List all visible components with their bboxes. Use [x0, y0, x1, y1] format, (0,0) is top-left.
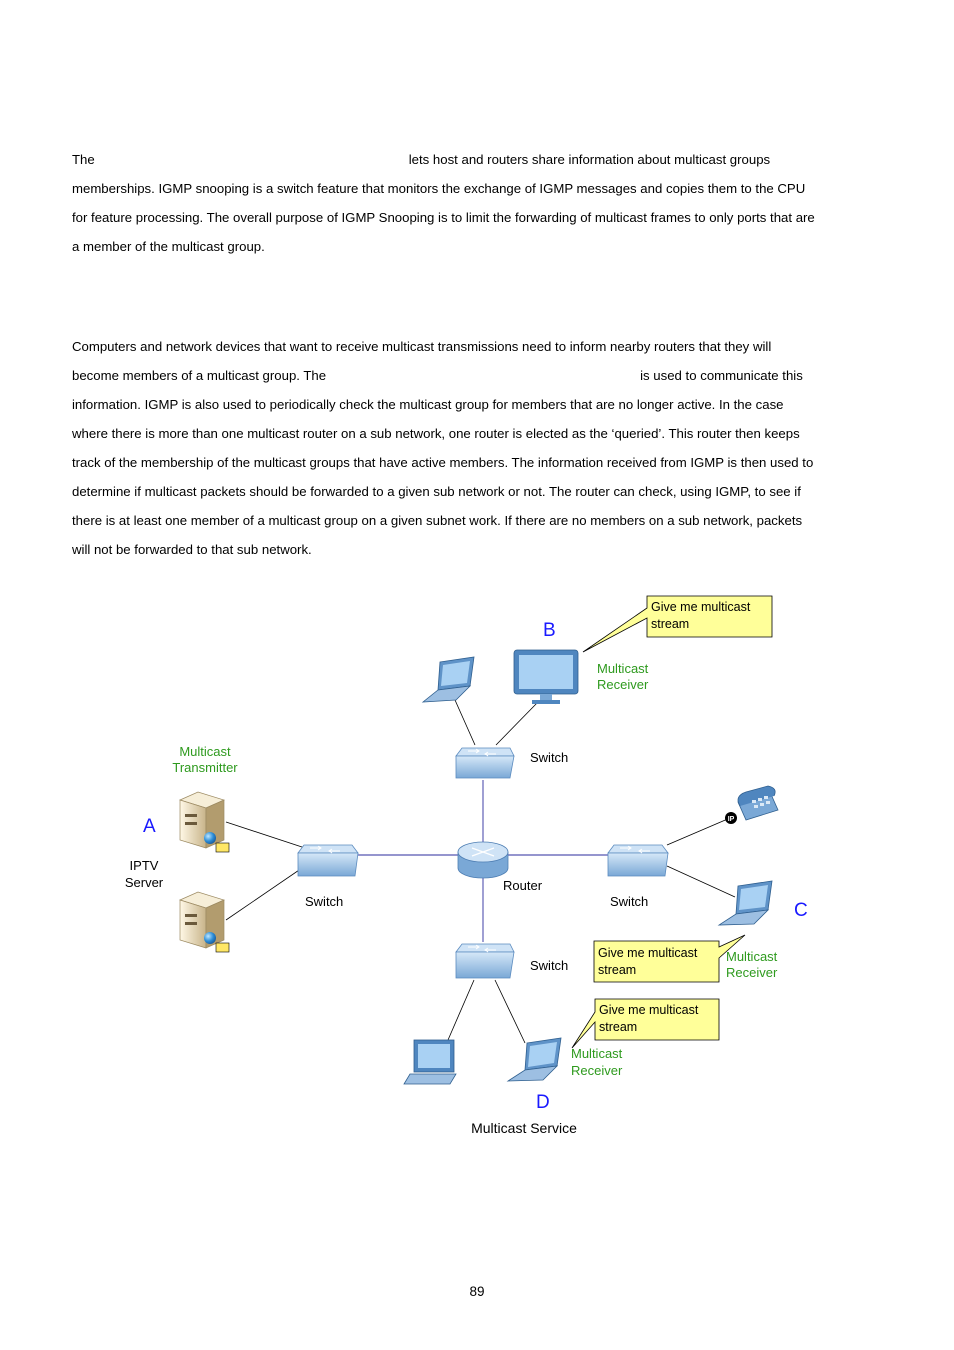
multicast-service-diagram: IP Give me multicast stream Give me mult… [125, 595, 808, 1136]
link-laptop-c [666, 865, 736, 898]
text-line: for feature processing. The overall purp… [72, 210, 815, 225]
switch-label: Switch [530, 958, 568, 973]
receiver-label: Multicast [597, 661, 649, 676]
switch-right [607, 844, 669, 877]
link-server2 [225, 865, 306, 921]
label-a: A [143, 816, 156, 837]
text-line: information. IGMP is also used to period… [72, 397, 784, 412]
ip-phone-icon: IP [725, 785, 779, 824]
receiver-label: Multicast [571, 1046, 623, 1061]
switch-label: Switch [610, 894, 648, 909]
link-monitor-b [495, 701, 539, 746]
laptop-icon [717, 880, 773, 926]
device-links [225, 699, 736, 1044]
callout-c: Give me multicast stream [593, 934, 746, 983]
svg-text:stream: stream [651, 617, 689, 631]
callout-b: Give me multicast stream [582, 595, 773, 653]
transmitter-label: Multicast [179, 744, 231, 759]
ip-badge: IP [728, 816, 735, 823]
svg-text:Give me multicast: Give me multicast [598, 946, 698, 960]
link-server1 [225, 821, 306, 849]
label-b: B [543, 620, 556, 641]
switch-bottom [455, 943, 515, 979]
text-line: there is at least one member of a multic… [72, 513, 803, 528]
svg-text:stream: stream [599, 1020, 637, 1034]
laptop-icon [506, 1037, 562, 1082]
monitor-icon [513, 649, 579, 704]
text-line: where there is more than one multicast r… [72, 426, 800, 441]
desktop-computer-icon [403, 1039, 457, 1085]
server-label: IPTV [130, 858, 159, 873]
svg-text:stream: stream [598, 963, 636, 977]
label-c: C [794, 900, 808, 921]
page-number: 89 [469, 1284, 485, 1299]
receiver-label: Receiver [597, 677, 649, 692]
transmitter-label: Transmitter [172, 760, 238, 775]
text-line: a member of the multicast group. [72, 239, 265, 254]
router [457, 841, 509, 879]
svg-text:Give me multicast: Give me multicast [651, 600, 751, 614]
link-ipphone [666, 817, 731, 846]
link-pc-bottom [447, 979, 475, 1041]
laptop-icon [421, 656, 475, 703]
callout-d: Give me multicast stream [571, 998, 720, 1049]
svg-text:Give me multicast: Give me multicast [599, 1003, 699, 1017]
receiver-label: Receiver [726, 965, 778, 980]
switch-label: Switch [530, 750, 568, 765]
diagram-caption: Multicast Service [471, 1120, 577, 1136]
text-line: track of the membership of the multicast… [72, 455, 814, 470]
text-line: determine if multicast packets should be… [72, 484, 801, 499]
text-line: will not be forwarded to that sub networ… [72, 542, 312, 557]
switch-label: Switch [305, 894, 343, 909]
switch-top [455, 747, 515, 779]
text-line: memberships. IGMP snooping is a switch f… [72, 181, 806, 196]
server-icon [179, 891, 230, 953]
text-line: Computers and network devices that want … [72, 339, 772, 354]
router-label: Router [503, 878, 543, 893]
receiver-label: Receiver [571, 1063, 623, 1078]
text-line: become members of a multicast group. The… [72, 368, 803, 383]
server-label: Server [125, 875, 164, 890]
network-links [358, 780, 608, 942]
link-laptop-d [494, 979, 526, 1044]
server-icon [179, 791, 230, 853]
link-laptop-top [454, 699, 476, 746]
label-d: D [536, 1092, 550, 1113]
receiver-label: Multicast [726, 949, 778, 964]
switch-left [297, 844, 359, 877]
